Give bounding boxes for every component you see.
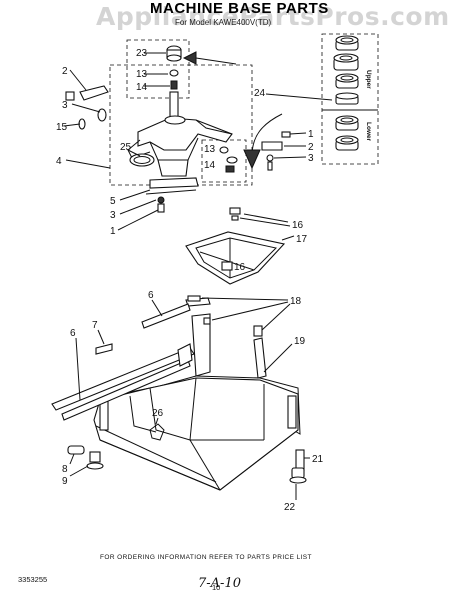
callout-19: 19 <box>294 336 306 347</box>
watermark: AppliancePartsPros.com <box>96 2 450 31</box>
callout-21: 21 <box>312 454 324 465</box>
handwritten-reference: 7-A-10 <box>198 576 241 591</box>
callout-6b: 6 <box>70 328 76 339</box>
model-subtitle: For Model KAWE400V(TD) <box>175 18 272 27</box>
machine-base-frame <box>51 295 307 491</box>
callout-15: 15 <box>56 122 68 133</box>
callout-25: 25 <box>120 142 132 153</box>
top-assembly <box>65 39 291 213</box>
callout-23: 23 <box>136 48 148 59</box>
lower-label: Lower <box>365 122 372 142</box>
callout-numbers: 23 13 14 2 3 15 4 25 24 1 2 3 13 14 5 3 … <box>56 48 324 513</box>
leader-lines <box>63 52 333 500</box>
callout-17: 17 <box>296 234 308 245</box>
callout-1b: 1 <box>110 226 116 237</box>
callout-2b: 2 <box>308 142 314 153</box>
bearing-set <box>321 33 379 165</box>
callout-24: 24 <box>254 88 266 99</box>
page-title: MACHINE BASE PARTS <box>150 0 329 17</box>
base-plate <box>185 207 286 285</box>
document-number: 3353255 <box>18 575 48 584</box>
callout-2: 2 <box>62 66 68 77</box>
callout-3b: 3 <box>308 153 314 164</box>
callout-6: 6 <box>148 290 154 301</box>
upper-label: Upper <box>365 70 372 89</box>
callout-9: 9 <box>62 476 68 487</box>
callout-8: 8 <box>62 464 68 475</box>
ordering-note: FOR ORDERING INFORMATION REFER TO PARTS … <box>100 554 312 561</box>
page-number: 10 <box>212 583 221 592</box>
callout-14: 14 <box>136 82 148 93</box>
callout-26: 26 <box>152 408 164 419</box>
callout-1: 1 <box>308 129 314 140</box>
callout-13b: 13 <box>204 144 216 155</box>
callout-22: 22 <box>284 502 296 513</box>
callout-5: 5 <box>110 196 116 207</box>
callout-16b: 16 <box>234 262 246 273</box>
callout-7: 7 <box>92 320 98 331</box>
callout-16: 16 <box>292 220 304 231</box>
callout-13: 13 <box>136 69 148 80</box>
callout-14b: 14 <box>204 160 216 171</box>
callout-3c: 3 <box>110 210 116 221</box>
callout-3: 3 <box>62 100 68 111</box>
callout-4: 4 <box>56 156 62 167</box>
callout-18: 18 <box>290 296 302 307</box>
